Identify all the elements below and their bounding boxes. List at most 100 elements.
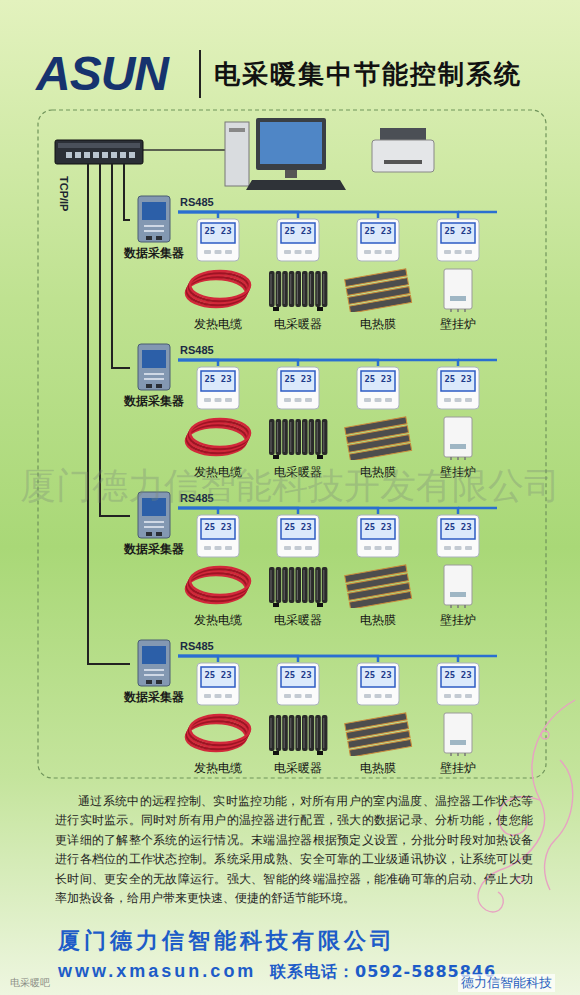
fin-highlight — [323, 570, 324, 600]
printer-slot — [384, 160, 422, 164]
thermostat-display — [361, 371, 395, 391]
rs485-bus — [178, 508, 378, 514]
thermostat: 25 23 — [356, 662, 400, 706]
thermostat: 25 23 — [436, 514, 480, 558]
boiler-pipe — [464, 457, 466, 460]
thermostat-body — [357, 663, 399, 705]
display-reading: 25 23 — [361, 226, 395, 236]
switch-ports — [66, 152, 135, 158]
fin-highlight — [317, 422, 318, 452]
film-device — [343, 268, 413, 312]
thermostat: 25 23 — [276, 366, 320, 410]
rs485-bus — [178, 360, 298, 366]
collector-stripe — [144, 674, 164, 676]
heating-unit: 25 23电采暖器 — [258, 662, 338, 778]
keyboard — [246, 180, 346, 190]
thermostat-button — [215, 398, 222, 402]
radiator-device — [263, 712, 333, 756]
radiator-fin — [322, 715, 328, 751]
film-strip — [349, 739, 411, 756]
thermostat-button — [305, 546, 312, 550]
thermostat-shape — [356, 662, 400, 706]
thermostat-shape — [356, 366, 400, 410]
radiator-fin — [269, 419, 275, 455]
thermostat-button — [225, 398, 232, 402]
thermostat-button — [284, 694, 291, 698]
thermostat-display — [441, 667, 475, 687]
thermostat: 25 23 — [436, 218, 480, 262]
collector-label: 数据采集器 — [120, 394, 188, 409]
boiler-device — [423, 268, 493, 312]
thermostat-body — [197, 367, 239, 409]
thermostat: 25 23 — [276, 662, 320, 706]
radiator-fin — [269, 271, 275, 307]
radiator-fin — [302, 271, 308, 307]
thermostat-button — [375, 546, 382, 550]
radiator-fin — [282, 419, 288, 455]
switch-port — [93, 152, 99, 158]
thermostat-button — [375, 250, 382, 254]
fin-highlight — [290, 718, 291, 748]
film-device — [343, 564, 413, 608]
fin-highlight — [290, 570, 291, 600]
rs485-bus — [178, 212, 458, 218]
protocol-label: TCP/IP — [58, 176, 70, 211]
thermostat-button — [295, 398, 302, 402]
radiator-fin — [282, 271, 288, 307]
diagram-title: 电采暖集中节能控制系统 — [214, 57, 522, 92]
radiator-fin — [315, 271, 321, 307]
drive-bay — [229, 128, 245, 132]
thermostat-button — [215, 694, 222, 698]
radiator-fin — [276, 567, 282, 603]
collector-stripe — [144, 225, 164, 227]
rs485-bus — [178, 212, 378, 218]
thermostat-body — [357, 219, 399, 261]
collector-stripe — [144, 526, 164, 528]
fin-highlight — [304, 718, 305, 748]
device-label: 壁挂炉 — [412, 760, 504, 777]
radiator-fin — [302, 567, 308, 603]
heating-unit: 25 23发热电缆 — [178, 218, 258, 334]
radiator-foot — [273, 455, 279, 459]
thermostat-button — [295, 694, 302, 698]
thermostat: 25 23 — [356, 366, 400, 410]
cable-device — [183, 268, 253, 312]
radiator-fin — [302, 419, 308, 455]
thermostat-button — [385, 398, 392, 402]
switch-port — [75, 152, 81, 158]
boiler-pipe — [457, 605, 459, 608]
display-reading: 25 23 — [281, 670, 315, 680]
radiator-fin — [295, 715, 301, 751]
corner-watermark: 德力信智能科技 — [458, 974, 555, 992]
thermostat-button — [364, 694, 371, 698]
collector-panel — [142, 202, 166, 220]
boiler-pipe — [450, 309, 452, 312]
fin-highlight — [297, 274, 298, 304]
thermostat-shape — [356, 514, 400, 558]
thermostat-button — [204, 546, 211, 550]
thermostat-body — [197, 515, 239, 557]
thermostat-button — [204, 694, 211, 698]
heating-unit: 25 23壁挂炉 — [418, 218, 498, 334]
collector-icon — [134, 342, 174, 392]
thermostat-button — [305, 694, 312, 698]
display-reading: 25 23 — [201, 522, 235, 532]
cable-coil — [190, 567, 250, 595]
thermostat-shape — [196, 218, 240, 262]
thermostat-button — [455, 250, 462, 254]
heating-unit: 25 23电采暖器 — [258, 366, 338, 482]
fin-highlight — [284, 274, 285, 304]
radiator-fin — [309, 567, 315, 603]
tcp-ip-wire — [100, 164, 130, 516]
radiator-fin — [269, 715, 275, 751]
display-reading: 25 23 — [441, 522, 475, 532]
radiator-fin — [289, 567, 295, 603]
thermostat-button — [295, 250, 302, 254]
fin-highlight — [284, 422, 285, 452]
description-paragraph: 通过系统中的远程控制、实时监控功能，对所有用户的室内温度、温控器工作状态等进行实… — [55, 792, 533, 908]
cable-coil — [190, 715, 250, 743]
fin-highlight — [271, 422, 272, 452]
bus-extension — [458, 655, 497, 658]
fin-highlight — [297, 718, 298, 748]
